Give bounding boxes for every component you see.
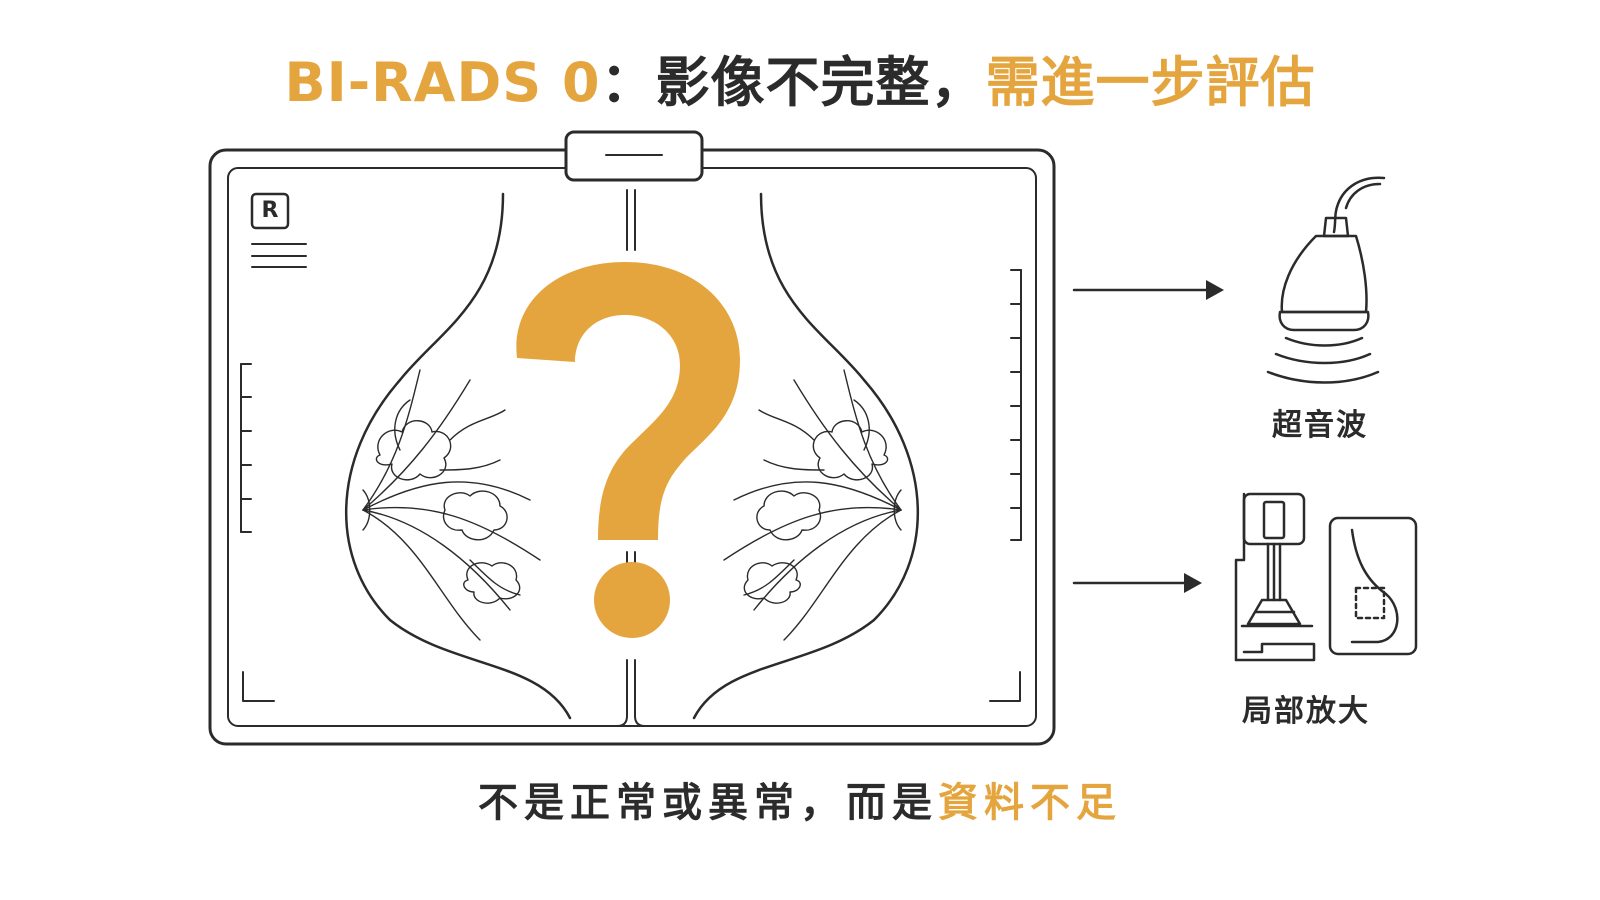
- arrowhead-ultrasound: [1206, 280, 1224, 300]
- left-breast-outline: [345, 192, 572, 720]
- footer-prefix: 不是正常或異常，而是: [478, 780, 938, 826]
- mammogram-film: [208, 130, 1056, 746]
- mammography-magnification-icon: [1234, 492, 1418, 662]
- title-separator: ：: [600, 51, 656, 114]
- ultrasound-probe-icon: [1266, 176, 1386, 384]
- ultrasound-label: 超音波: [1272, 408, 1368, 443]
- title-middle: 影像不完整，: [655, 51, 986, 114]
- title-highlight: 需進一步評估: [985, 51, 1316, 114]
- question-mark-icon: [516, 262, 740, 638]
- right-ruler: [1010, 269, 1022, 541]
- arrowhead-magnification: [1184, 573, 1202, 593]
- right-breast-tissue: [723, 369, 902, 641]
- magnification-label: 局部放大: [1242, 694, 1370, 729]
- laterality-marker: [250, 192, 307, 268]
- left-breast-tissue: [362, 369, 541, 641]
- left-ruler: [240, 363, 252, 533]
- footer-highlight: 資料不足: [938, 780, 1122, 826]
- right-breast-outline: [692, 192, 919, 720]
- page-title: BI-RADS 0：影像不完整，需進一步評估: [0, 38, 1600, 117]
- title-birads: BI-RADS 0: [284, 51, 601, 114]
- footer-statement: 不是正常或異常，而是資料不足: [0, 770, 1600, 828]
- laterality-marker-label: R: [261, 198, 279, 223]
- corner-brackets: [242, 671, 1021, 702]
